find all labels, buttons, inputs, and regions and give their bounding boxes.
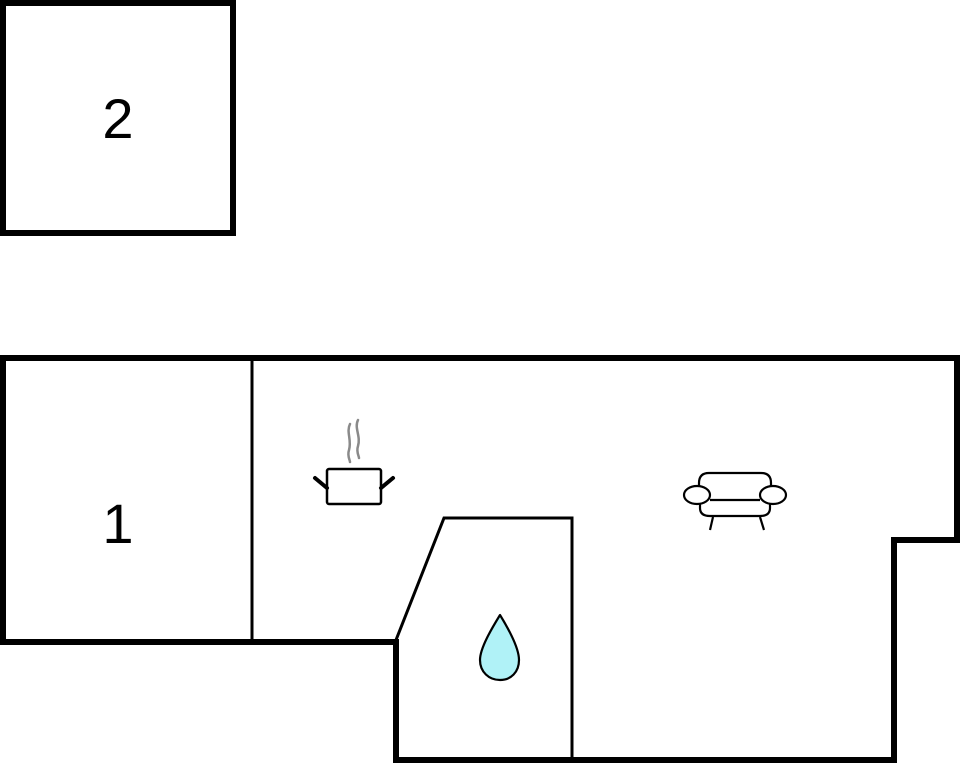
main-building [0, 355, 960, 763]
sofa-icon [682, 471, 788, 531]
outer-wall [0, 355, 960, 763]
bathroom-wall [394, 516, 574, 760]
water-drop-icon [478, 613, 521, 682]
room-2-label: 2 [102, 87, 133, 150]
room-2: 2 [0, 0, 236, 236]
room-1-label: 1 [102, 492, 133, 555]
cooking-pot-icon [313, 418, 395, 506]
